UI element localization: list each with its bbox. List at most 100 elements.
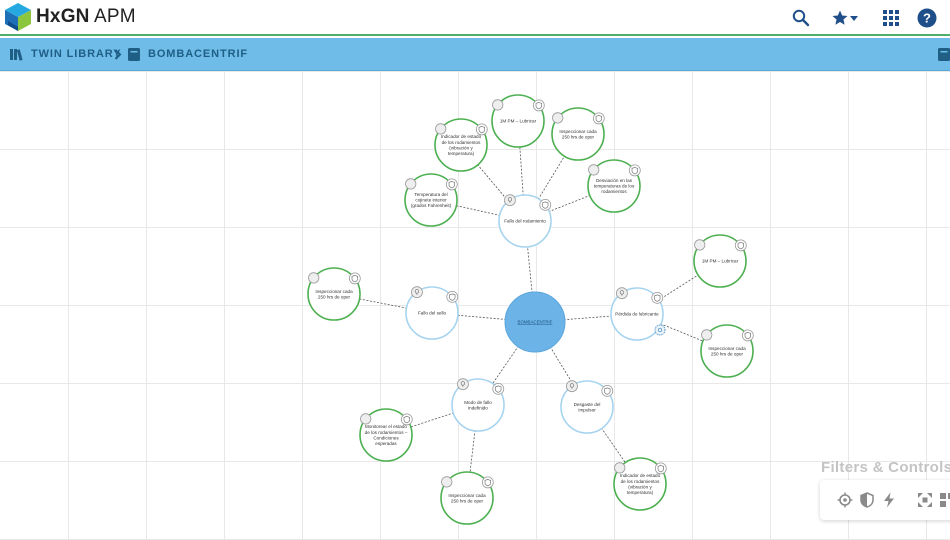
failure-mode-label: Pérdida de lubricante	[615, 312, 659, 317]
library-icon	[10, 49, 23, 61]
breadcrumb-twin-library[interactable]: TWIN LIBRARY	[31, 48, 122, 60]
task-circle[interactable]	[700, 324, 754, 378]
search-icon[interactable]	[788, 6, 814, 30]
bulb-icon	[566, 380, 578, 393]
failure-mode-label: Fallo del rodamiento	[504, 219, 546, 224]
asset-center-circle[interactable]	[504, 291, 566, 353]
shield-icon	[734, 239, 747, 252]
task-label: Monitorear el estado	[365, 424, 407, 429]
layout-icon[interactable]	[939, 492, 950, 508]
task-circle[interactable]	[359, 408, 413, 462]
status-dot-icon	[435, 123, 447, 135]
edge	[534, 313, 638, 323]
task-label: 1M PM – Lubricar	[500, 119, 537, 124]
task-label: 250 hrs de oper	[451, 498, 484, 503]
task-label: Inspeccionar cada	[559, 129, 597, 134]
breadcrumb-current: BOMBACENTRIF	[148, 48, 249, 60]
help-icon[interactable]: ?	[914, 6, 940, 30]
side-panel-icon[interactable]	[938, 48, 950, 61]
status-dot-icon	[441, 476, 453, 488]
task-label: (vibración y	[628, 484, 652, 489]
failure-mode-node[interactable]: Fallo del rodamiento	[498, 194, 552, 248]
task-label: esperadas	[375, 441, 397, 446]
failure-mode-node[interactable]: Fallo del sello	[405, 286, 459, 340]
task-label: 250 hrs de oper	[562, 134, 595, 139]
star-icon	[832, 10, 848, 25]
task-node[interactable]: 1M PM – Lubricar	[693, 234, 747, 288]
failure-mode-label: Impulsor	[578, 407, 596, 412]
task-label: de los rodamientos –	[365, 430, 408, 435]
svg-text:?: ?	[923, 11, 931, 26]
chevron-right-icon	[114, 49, 122, 60]
task-label: Condiciones	[373, 435, 399, 440]
failure-mode-circle[interactable]	[498, 194, 552, 248]
bulb-icon	[411, 286, 423, 299]
shield-icon	[481, 476, 494, 489]
task-node[interactable]: 1M PM – Lubricar	[491, 94, 545, 148]
edge	[431, 312, 536, 323]
task-label: de los rodamientos	[621, 479, 661, 484]
apps-grid-icon[interactable]	[878, 6, 904, 30]
failure-mode-circle[interactable]	[610, 287, 664, 341]
task-label: de los rodamientos	[442, 140, 482, 145]
failure-mode-circle[interactable]	[560, 380, 614, 434]
failure-mode-node[interactable]: Pérdida de lubricante	[610, 287, 666, 341]
task-label: (vibración y	[449, 145, 473, 150]
filters-title: Filters & Controls:	[821, 459, 950, 476]
failure-mode-label: Desgaste del	[574, 402, 601, 407]
task-circle[interactable]	[551, 107, 605, 161]
task-label: rodamientos	[601, 189, 627, 194]
task-label: (grados Fahrenheit)	[411, 203, 452, 208]
shield-icon[interactable]	[859, 492, 875, 508]
shield-icon	[601, 384, 614, 397]
asset-center-label: BOMBACENTRIF	[518, 320, 553, 325]
status-dot-icon	[701, 329, 713, 341]
shield-icon	[651, 291, 664, 304]
task-circle[interactable]	[693, 234, 747, 288]
task-circle[interactable]	[307, 267, 361, 321]
link-icon[interactable]	[654, 324, 666, 336]
task-circle[interactable]	[404, 173, 458, 227]
failure-mode-circle[interactable]	[405, 286, 459, 340]
task-label: Indicador de estado	[441, 134, 482, 139]
task-circle[interactable]	[440, 471, 494, 525]
task-label: 250 hrs de oper	[711, 351, 744, 356]
task-label: Temperatura del	[414, 192, 447, 197]
favorites-button[interactable]	[828, 6, 862, 30]
task-circle[interactable]	[587, 159, 641, 213]
top-bar: HxGN APM ?	[0, 0, 950, 36]
shield-icon	[539, 198, 552, 211]
task-label: Inspeccionar cada	[315, 289, 353, 294]
task-label: 1M PM – Lubricar	[702, 259, 739, 264]
book-icon	[128, 48, 140, 61]
target-icon[interactable]	[837, 492, 853, 508]
edge	[524, 133, 579, 222]
task-label: cojinete interior	[415, 198, 447, 203]
fit-screen-icon[interactable]	[917, 492, 933, 508]
task-circle[interactable]	[613, 457, 667, 511]
asset-center-node[interactable]: BOMBACENTRIF	[504, 291, 566, 353]
bulb-icon	[616, 287, 628, 300]
bolt-icon[interactable]	[881, 492, 897, 508]
bulb-icon	[457, 378, 469, 391]
failure-mode-label: Modo de fallo	[464, 400, 492, 405]
shield-icon	[741, 329, 754, 342]
task-circle[interactable]	[491, 94, 545, 148]
failure-mode-circle[interactable]	[451, 378, 505, 432]
failure-mode-label: indefinido	[468, 405, 488, 410]
task-circle[interactable]	[434, 118, 488, 172]
shield-icon	[475, 123, 488, 136]
